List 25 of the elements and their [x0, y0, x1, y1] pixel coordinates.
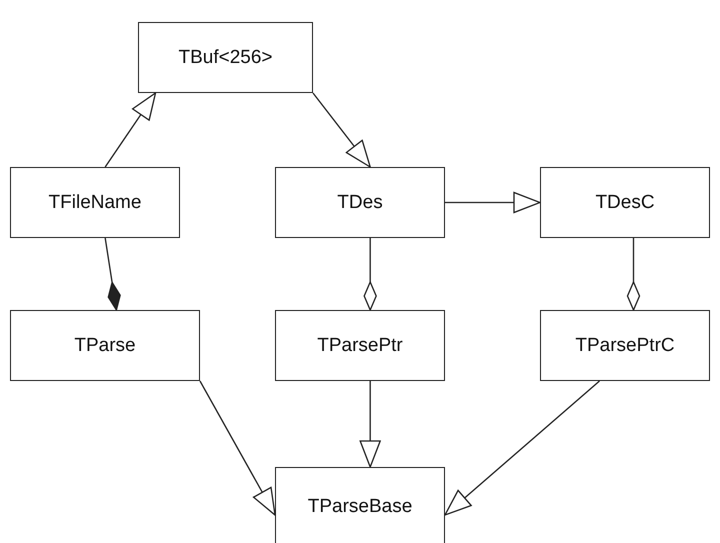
class-box — [540, 167, 710, 238]
class-box — [275, 310, 445, 381]
class-box — [10, 167, 180, 238]
aggregation-line — [104, 238, 121, 311]
inheritance-arrow — [445, 192, 541, 214]
aggregation-line — [364, 238, 377, 311]
class-name: TParsePtrC — [575, 334, 675, 356]
class-name: TDes — [337, 192, 383, 214]
class-box — [275, 467, 445, 543]
class-name: TFileName — [48, 192, 142, 214]
class-name: TParsePtr — [317, 334, 403, 356]
class-name: TDesC — [595, 192, 655, 214]
class-box — [10, 310, 200, 381]
inheritance-arrow — [444, 380, 600, 516]
class-name: TBuf<256> — [178, 46, 273, 68]
aggregation-line — [626, 238, 640, 311]
inheritance-arrow — [104, 92, 156, 168]
class-box — [138, 22, 313, 93]
class-name: TParse — [74, 334, 136, 356]
inheritance-arrow — [312, 92, 371, 168]
class-name: TParseBase — [308, 496, 412, 518]
class-box — [275, 167, 445, 238]
inheritance-arrow — [360, 381, 381, 468]
class-box — [540, 310, 710, 381]
inheritance-arrow — [199, 380, 276, 516]
